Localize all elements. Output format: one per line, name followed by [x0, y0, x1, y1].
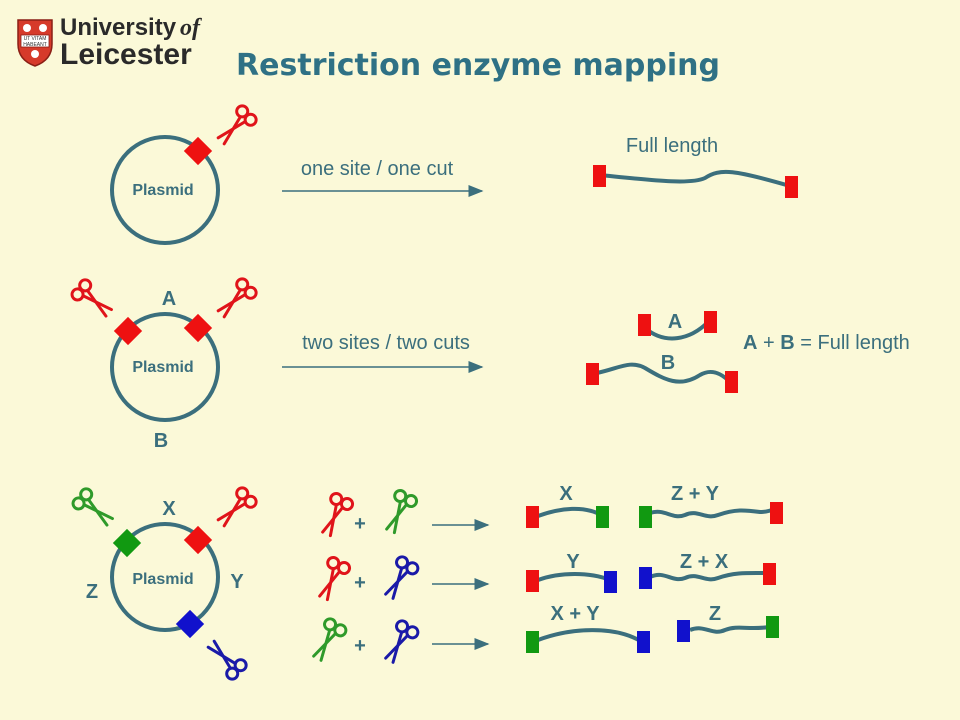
scissors-red-icon	[311, 554, 353, 605]
site-label-a: A	[162, 288, 176, 310]
dna-fragment	[649, 506, 777, 519]
crest-motto-1: UT VITAM	[24, 36, 47, 42]
fragment-label: Z + Y	[671, 483, 720, 505]
dna-fragment	[537, 506, 605, 518]
scissors-red-icon	[211, 484, 260, 533]
site-label-y: Y	[230, 571, 244, 593]
scissors-blue-icon	[201, 634, 250, 683]
scissors-green-icon	[378, 487, 420, 538]
plus-sign: +	[354, 572, 366, 594]
fragment-end-red	[785, 176, 798, 198]
fragment-label-b: B	[661, 352, 675, 374]
dna-fragment	[599, 169, 791, 188]
fragment-end-red	[526, 506, 539, 528]
logo-of: of	[180, 15, 202, 41]
cut-site-marker-blue	[175, 609, 205, 639]
site-label-z: Z	[86, 581, 98, 603]
fragment-end-red	[770, 502, 783, 524]
fragment-end-green	[596, 506, 609, 528]
plasmid-label: Plasmid	[132, 359, 193, 376]
plasmid-circle	[110, 522, 220, 632]
fragment-label: Z + X	[680, 551, 729, 573]
fragment-end-red	[704, 311, 717, 333]
dna-fragment	[537, 628, 644, 644]
sum-term-a: A	[743, 332, 757, 354]
row-two-sites: Plasmid A B two sites / two cuts A B A +…	[68, 275, 910, 452]
row-one-site: Plasmid one site / one cut Full length	[110, 102, 798, 245]
plus-sign: +	[354, 635, 366, 657]
page-title: Restriction enzyme mapping	[236, 48, 720, 83]
fragment-end-red	[593, 165, 606, 187]
sum-plus: +	[757, 332, 780, 354]
scissors-blue-icon	[377, 553, 422, 604]
scissors-green-icon	[305, 615, 350, 666]
plasmid-label: Plasmid	[132, 571, 193, 588]
scissors-green-icon	[69, 485, 119, 533]
row-three-sites: Plasmid X Y Z + + + X Z + Y Y	[69, 483, 783, 683]
arrow-label: one site / one cut	[301, 158, 454, 180]
fragment-label: Full length	[626, 135, 718, 157]
plasmid-circle	[110, 312, 220, 422]
sum-equation: A + B = Full length	[743, 332, 910, 354]
fragment-label: X	[559, 483, 573, 505]
logo-line-1: University	[60, 14, 177, 41]
fragment-end-green	[526, 631, 539, 653]
fragment-end-red	[526, 570, 539, 592]
fragment-end-blue	[604, 571, 617, 593]
fragment-end-blue	[637, 631, 650, 653]
fragment-end-green	[639, 506, 652, 528]
fragment-end-blue	[639, 567, 652, 589]
sum-result: = Full length	[795, 332, 910, 354]
plasmid-circle	[110, 135, 220, 245]
scissors-red-icon	[211, 102, 260, 151]
cut-site-marker-red	[183, 525, 213, 555]
fragment-end-blue	[677, 620, 690, 642]
fragment-end-red	[725, 371, 738, 393]
crest-motto-2: HABEANT	[23, 42, 47, 48]
dna-fragment	[537, 572, 611, 582]
scissors-red-icon	[211, 275, 260, 324]
university-logo: UT VITAM HABEANT University of Leicester	[17, 14, 202, 71]
fragment-end-green	[766, 616, 779, 638]
fragment-label-a: A	[668, 311, 682, 333]
dna-fragment	[689, 625, 771, 634]
dna-fragment-b	[596, 362, 732, 384]
scissors-red-icon	[68, 276, 118, 324]
plus-sign: +	[354, 513, 366, 535]
fragment-end-red	[763, 563, 776, 585]
fragment-label: Y	[566, 551, 580, 573]
dna-fragment	[649, 570, 769, 582]
site-label-x: X	[162, 498, 176, 520]
sum-term-b: B	[780, 332, 794, 354]
fragment-label: X + Y	[550, 603, 600, 625]
fragment-label: Z	[709, 603, 721, 625]
crest-icon: UT VITAM HABEANT	[17, 19, 53, 67]
scissors-blue-icon	[377, 617, 422, 668]
logo-line-2: Leicester	[60, 38, 192, 71]
site-label-b: B	[154, 430, 168, 452]
arrow-label: two sites / two cuts	[302, 332, 470, 354]
cut-site-marker-green	[112, 528, 142, 558]
plasmid-label: Plasmid	[132, 182, 193, 199]
fragment-end-red	[638, 314, 651, 336]
scissors-red-icon	[314, 490, 356, 541]
fragment-end-red	[586, 363, 599, 385]
